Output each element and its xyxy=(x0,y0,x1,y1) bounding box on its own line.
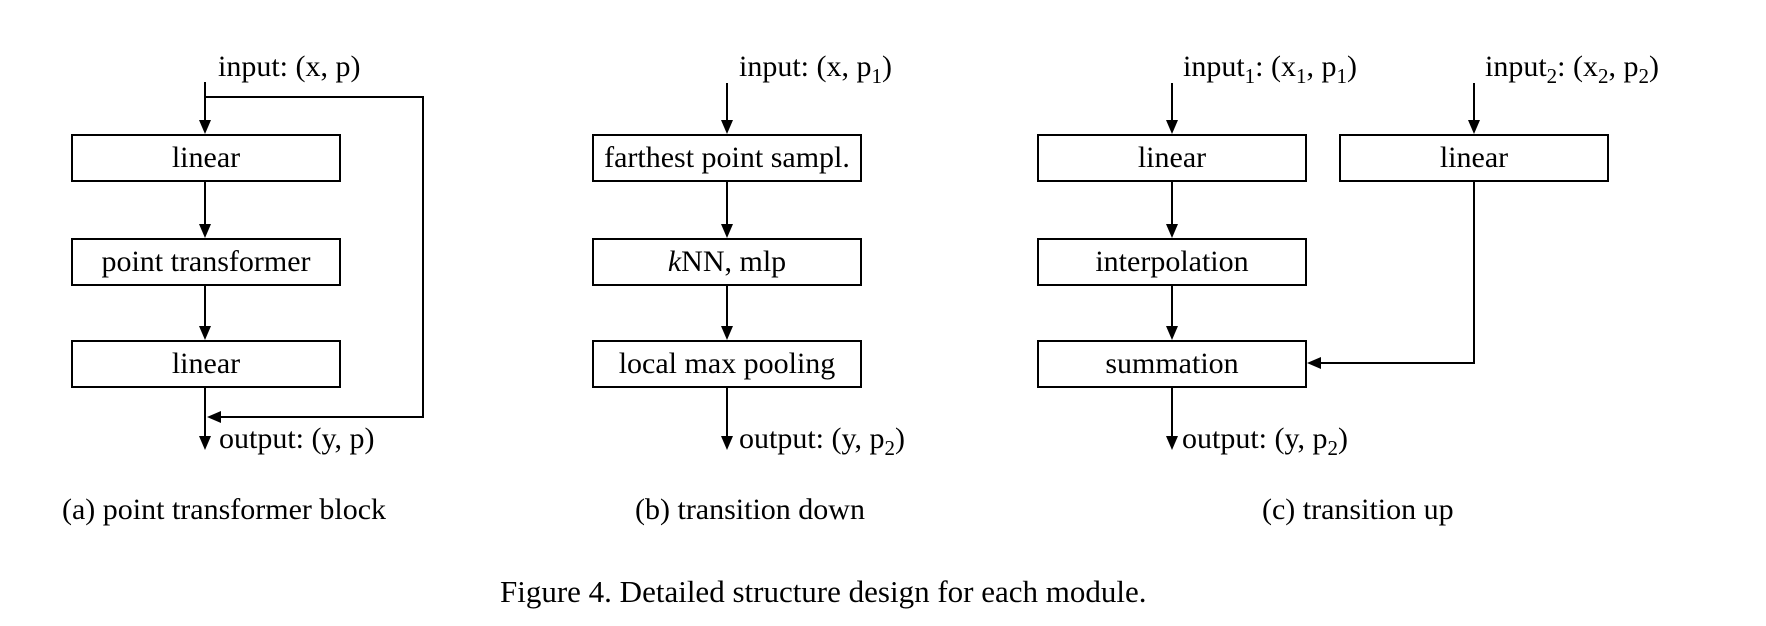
box-linear-right-c: linear xyxy=(1339,134,1609,182)
right-branch-line xyxy=(1473,182,1475,364)
box-point-transformer: point transformer xyxy=(71,238,341,286)
box-label: farthest point sampl. xyxy=(604,141,850,174)
box-label: linear xyxy=(171,141,241,174)
flow-line xyxy=(1473,83,1475,122)
box-label: point transformer xyxy=(101,245,311,278)
arrow-down-icon xyxy=(721,120,733,134)
residual-line-top xyxy=(204,96,424,98)
box-summation: summation xyxy=(1037,340,1307,388)
flow-line xyxy=(1171,286,1173,328)
arrow-down-icon xyxy=(199,436,211,450)
box-label: kNN, mlp xyxy=(667,245,787,278)
arrow-down-icon xyxy=(199,120,211,134)
flow-line xyxy=(1171,83,1173,122)
panel-caption-b: (b) transition down xyxy=(635,493,865,526)
box-interpolation: interpolation xyxy=(1037,238,1307,286)
output-label-c: output: (y, p2) xyxy=(1182,422,1349,460)
box-label: linear xyxy=(1439,141,1509,174)
figure-caption: Figure 4. Detailed structure design for … xyxy=(500,574,1147,609)
arrow-down-icon xyxy=(1468,120,1480,134)
arrow-left-icon xyxy=(207,411,221,423)
output-label-b: output: (y, p2) xyxy=(739,422,906,460)
box-linear-bottom-a: linear xyxy=(71,340,341,388)
flow-line xyxy=(1171,388,1173,437)
output-label-a: output: (y, p) xyxy=(219,422,375,455)
arrow-down-icon xyxy=(1166,224,1178,238)
arrow-left-icon xyxy=(1307,357,1321,369)
flow-line xyxy=(204,388,206,437)
flow-line xyxy=(1171,182,1173,226)
input2-label-c: input2: (x2, p2) xyxy=(1485,50,1659,88)
panel-caption-a: (a) point transformer block xyxy=(62,493,387,526)
box-label: interpolation xyxy=(1095,245,1249,278)
box-label: local max pooling xyxy=(618,347,836,380)
box-farthest-point-sampling: farthest point sampl. xyxy=(592,134,862,182)
residual-line-bottom xyxy=(221,416,424,418)
arrow-down-icon xyxy=(721,326,733,340)
arrow-down-icon xyxy=(1166,326,1178,340)
arrow-down-icon xyxy=(721,436,733,450)
box-label: linear xyxy=(1137,141,1207,174)
input1-label-c: input1: (x1, p1) xyxy=(1183,50,1357,88)
flow-line xyxy=(204,82,206,122)
input-label-a: input: (x, p) xyxy=(218,50,361,83)
arrow-down-icon xyxy=(199,326,211,340)
arrow-down-icon xyxy=(721,224,733,238)
arrow-down-icon xyxy=(199,224,211,238)
flow-line xyxy=(726,83,728,122)
box-knn-mlp: kNN, mlp xyxy=(592,238,862,286)
residual-line-right xyxy=(422,96,424,418)
flow-line xyxy=(726,286,728,328)
flow-line xyxy=(204,286,206,328)
box-local-max-pooling: local max pooling xyxy=(592,340,862,388)
panel-caption-c: (c) transition up xyxy=(1262,493,1454,526)
arrow-down-icon xyxy=(1166,436,1178,450)
right-branch-line xyxy=(1321,362,1475,364)
input-label-b: input: (x, p1) xyxy=(739,50,892,88)
box-linear-left-c: linear xyxy=(1037,134,1307,182)
box-label: linear xyxy=(171,347,241,380)
flow-line xyxy=(204,182,206,226)
box-linear-top-a: linear xyxy=(71,134,341,182)
arrow-down-icon xyxy=(1166,120,1178,134)
box-label: summation xyxy=(1105,347,1239,380)
flow-line xyxy=(726,388,728,437)
flow-line xyxy=(726,182,728,226)
